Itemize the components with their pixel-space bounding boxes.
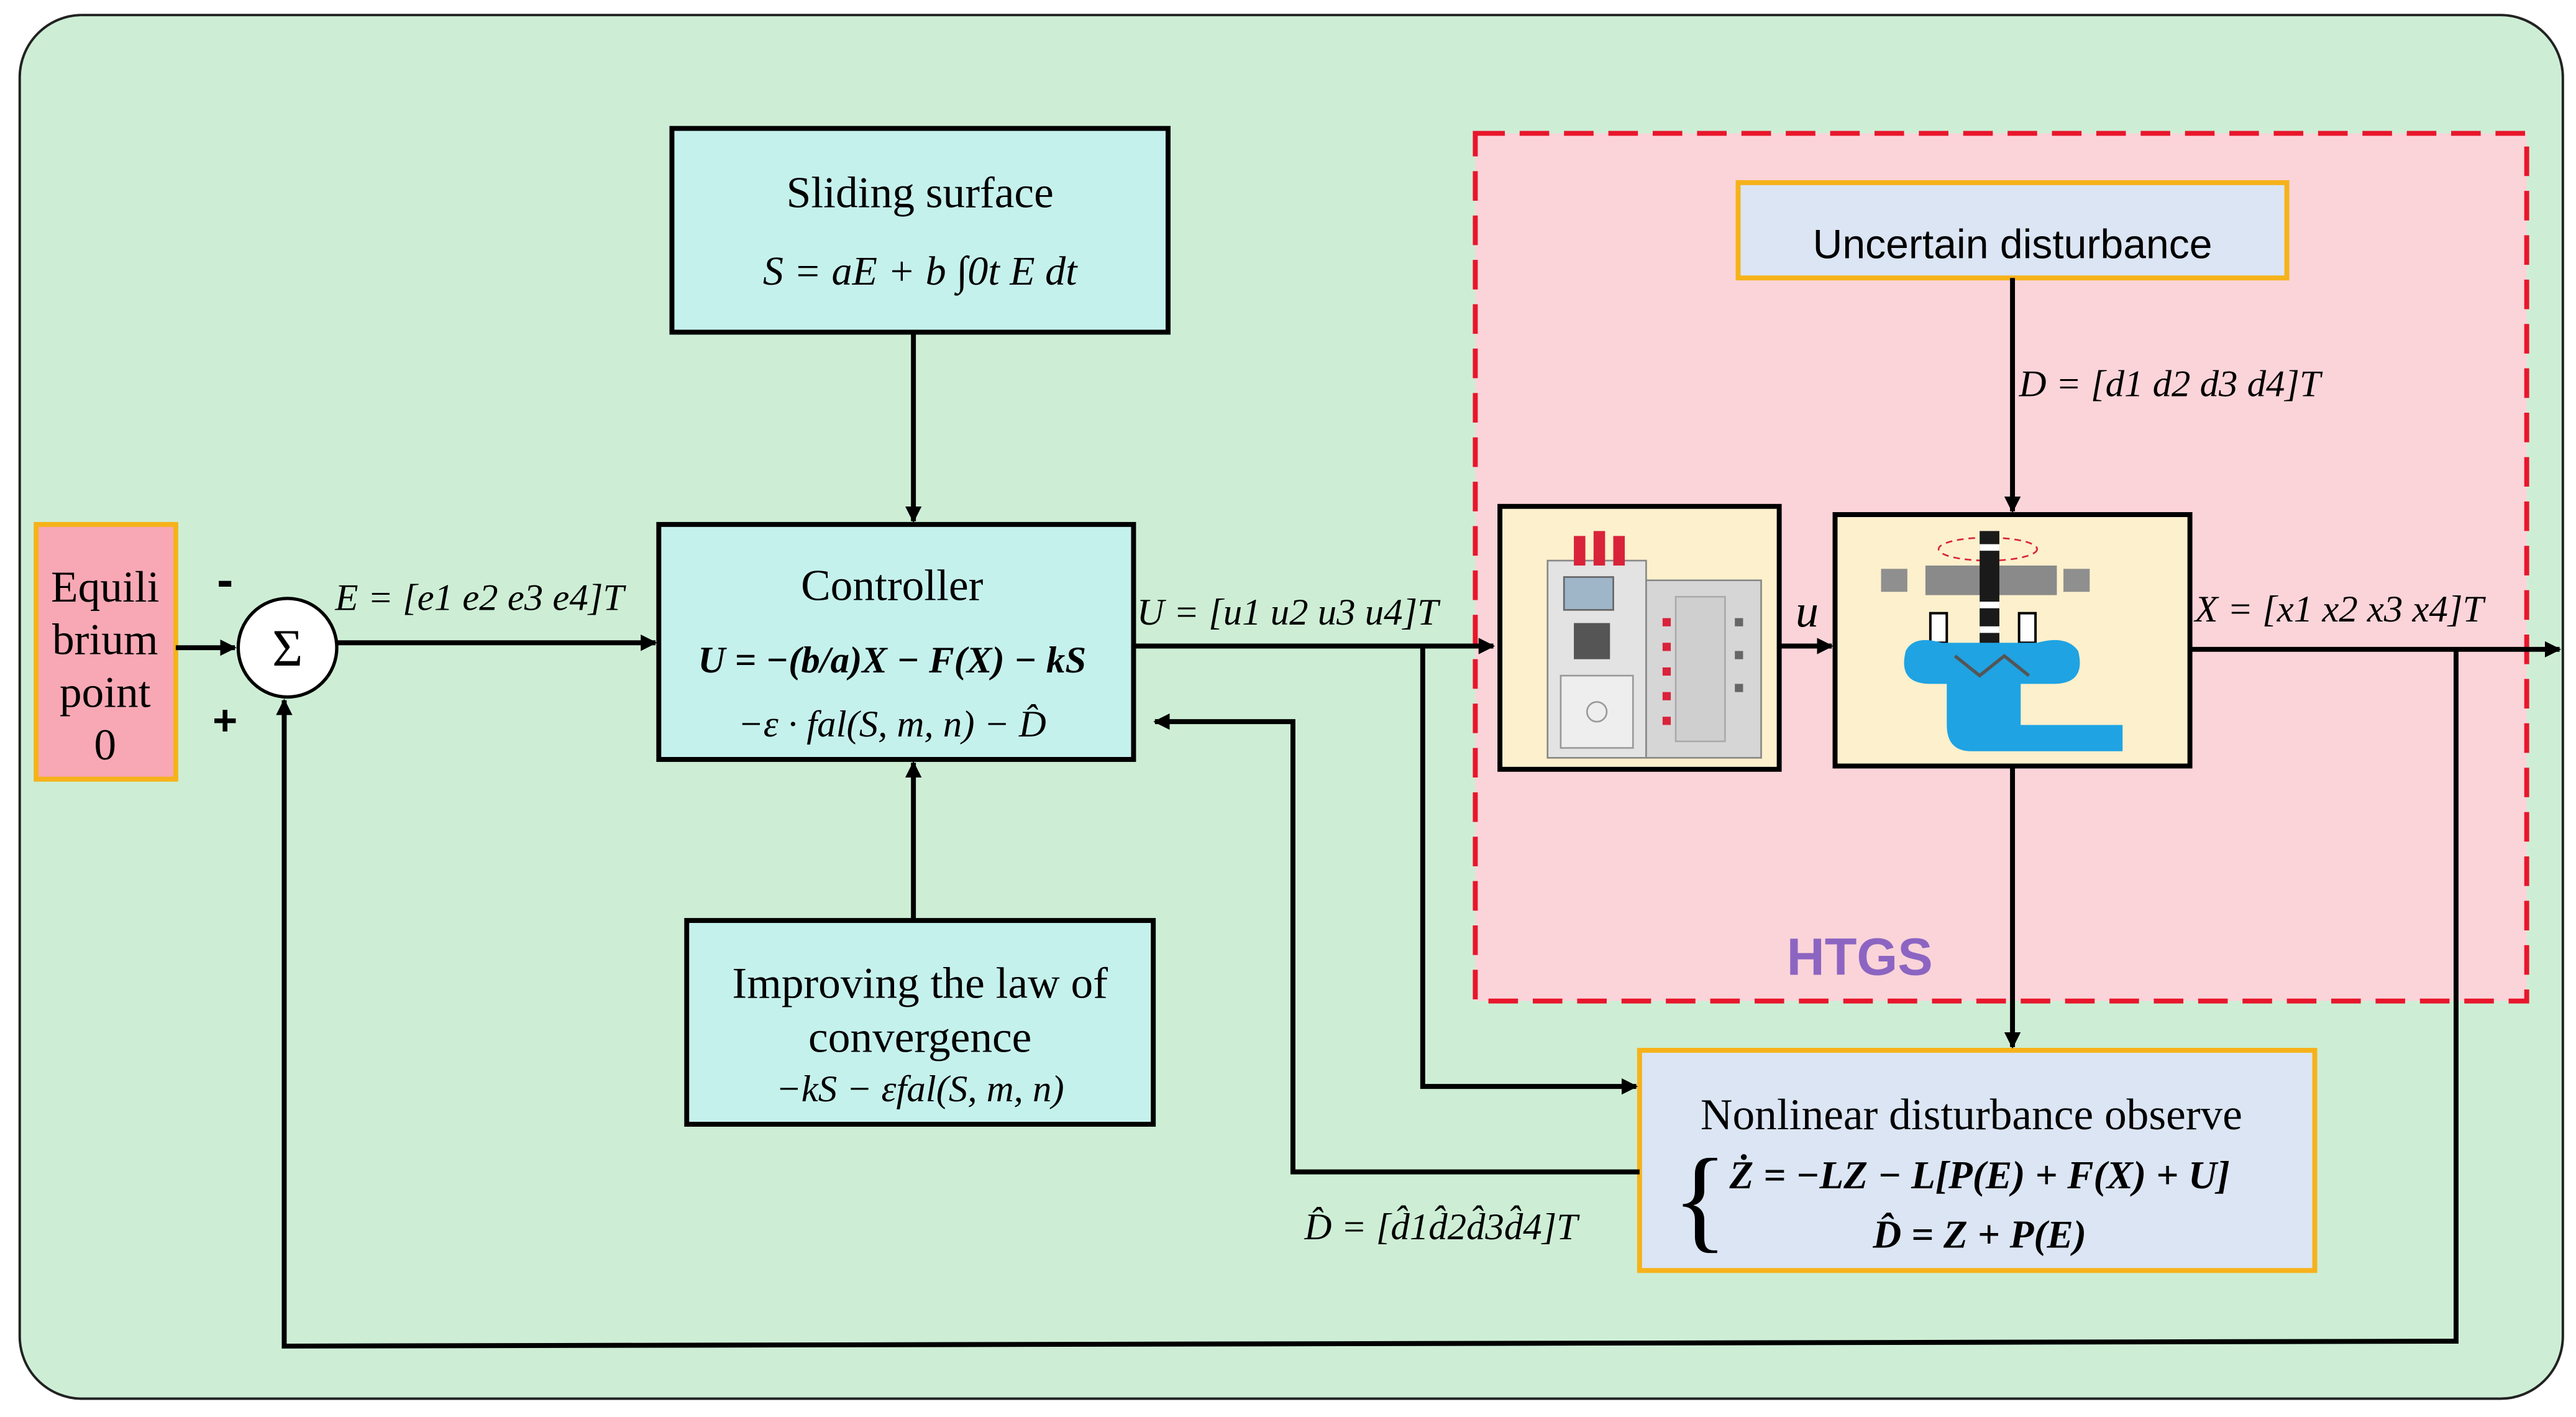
- convergence-title-2: convergence: [808, 1013, 1031, 1062]
- u-signal-label: u: [1796, 586, 1819, 637]
- equilibrium-label-3: point: [60, 667, 151, 717]
- equilibrium-block: [34, 521, 178, 782]
- control-signal-label: U = [u1 u2 u3 u4]T: [1137, 592, 1441, 633]
- controller-block: [656, 521, 1136, 762]
- sliding-surface-title: Sliding surface: [787, 168, 1054, 218]
- estimate-feedback-path: [1153, 713, 1640, 1175]
- governor-cabinet-image: [1497, 503, 1782, 772]
- observer-equation-1: Ż = −LZ − L[P(E) + F(X) + U]: [1729, 1153, 2229, 1197]
- state-signal-label: X = [x1 x2 x3 x4]T: [2193, 589, 2487, 630]
- controller-title: Controller: [801, 561, 984, 610]
- state-feedback-path: [276, 649, 2459, 1349]
- convergence-block: [684, 918, 1156, 1127]
- plus-sign: +: [212, 696, 237, 744]
- uncertain-disturbance-label: Uncertain disturbance: [1813, 222, 2213, 268]
- uncertain-disturbance-block: [1735, 180, 2290, 281]
- convergence-equation: −kS − εfal(S, m, n): [776, 1068, 1064, 1110]
- observer-brace: {: [1673, 1135, 1728, 1263]
- minus-sign: -: [217, 552, 233, 607]
- equilibrium-label-1: Equili: [51, 562, 159, 612]
- disturbance-signal-label: D = [d1 d2 d3 d4]T: [2019, 364, 2323, 405]
- equilibrium-label-2: brium: [52, 615, 158, 664]
- error-signal-label: E = [e1 e2 e3 e4]T: [334, 577, 626, 618]
- observer-block: [1637, 1048, 2318, 1273]
- convergence-title-1: Improving the law of: [732, 958, 1108, 1007]
- estimate-signal-label: D̂ = [d̂1d̂2d̂3d̂4]T: [1304, 1205, 1580, 1248]
- equilibrium-label-4: 0: [94, 720, 116, 769]
- summing-junction: [236, 597, 339, 699]
- signal-paths: [175, 278, 2562, 1349]
- sliding-surface-equation: S = aE + b ∫0t E dt: [763, 249, 1078, 296]
- sliding-surface-block: [669, 126, 1171, 335]
- control-to-observer-path: [1420, 646, 1638, 1095]
- controller-equation-1: U = −(b/a)X − F(X) − kS: [698, 640, 1086, 681]
- observer-equation-2: D̂ = Z + P(E): [1872, 1212, 2086, 1256]
- htgs-label: HTGS: [1787, 927, 1933, 986]
- hydro-turbine-image: [1832, 512, 2193, 769]
- controller-equation-2: −ε · fal(S, m, n) − D̂: [738, 704, 1046, 745]
- sigma-symbol: Σ: [272, 620, 303, 677]
- observer-title: Nonlinear disturbance observe: [1701, 1090, 2242, 1139]
